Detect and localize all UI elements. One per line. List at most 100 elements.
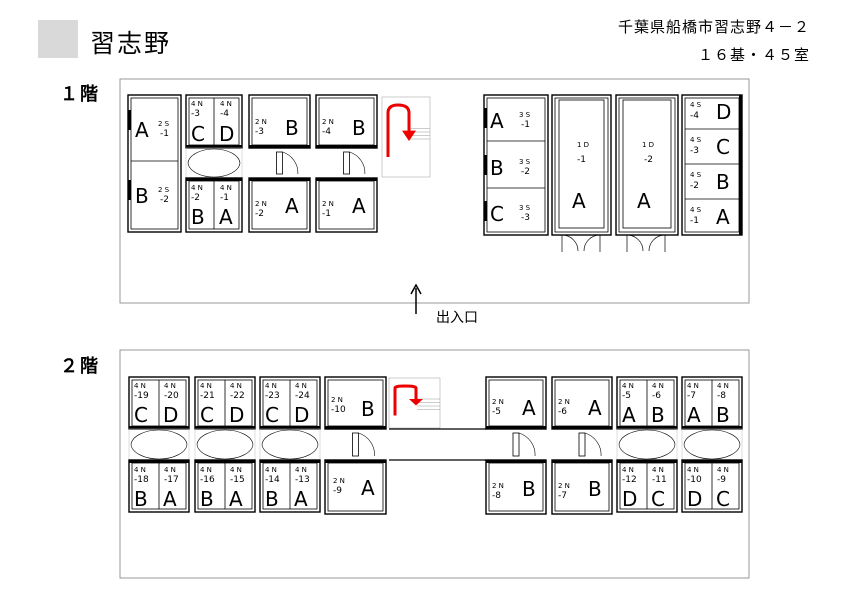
unit-type-label: C <box>134 403 148 427</box>
stair-arrow-head <box>409 399 423 406</box>
floor-label-1f: １階 <box>60 84 100 105</box>
door-strip <box>128 180 131 200</box>
unit-number-label: -8 <box>717 391 726 401</box>
unit-type-label: A <box>285 194 299 218</box>
address-text: 千葉県船橋市習志野４－２ <box>617 18 810 36</box>
door-strip <box>316 178 377 181</box>
unit-type-label: A <box>294 487 308 511</box>
unit-count-text: １６基・４５室 <box>697 46 810 64</box>
unit-size-label: 2 N <box>333 477 345 485</box>
unit-type-label: D <box>219 122 234 146</box>
unit-type-label: B <box>588 477 602 501</box>
unit-size-label: 4 S <box>690 101 702 109</box>
unit-size-label: 4 N <box>687 466 699 474</box>
unit-size-label: 2 N <box>322 118 334 126</box>
door-strip <box>739 95 742 235</box>
container-1d-2-inner <box>618 97 676 233</box>
unit-number-label: -2 <box>255 209 264 219</box>
unit-type-label: A <box>229 487 243 511</box>
door-swing <box>349 151 366 175</box>
unit-number-label: -1 <box>577 155 586 165</box>
container-2n-4 <box>315 94 378 149</box>
unit-size-label: 2 N <box>331 396 343 404</box>
unit-size-label: 4 N <box>652 466 664 474</box>
unit-number-label: -17 <box>164 475 179 485</box>
unit-type-label: D <box>294 403 309 427</box>
unit-number-label: -1 <box>160 129 169 139</box>
door-swing <box>584 432 602 457</box>
unit-size-label: 4 N <box>295 382 307 390</box>
door-strip <box>195 460 255 463</box>
unit-size-label: 3 S <box>519 111 531 119</box>
unit-size-label: 1 D <box>577 141 589 149</box>
unit-number-label: -14 <box>265 475 280 485</box>
unit-number-label: -1 <box>690 216 699 226</box>
container-2n-1 <box>315 177 378 233</box>
unit-size-label: 4 S <box>690 136 702 144</box>
unit-number-label: -9 <box>333 486 342 496</box>
door-strip <box>682 426 742 429</box>
unit-size-label: 4 N <box>200 382 212 390</box>
unit-size-label: 4 S <box>690 171 702 179</box>
header-color-block <box>38 20 78 58</box>
unit-size-label: 4 N <box>230 466 242 474</box>
unit-size-label: 2 N <box>558 482 570 490</box>
door-swing <box>518 432 536 457</box>
door-strip <box>186 178 242 181</box>
unit-size-label: 2 N <box>322 200 334 208</box>
hinge-door <box>343 151 350 175</box>
unit-size-label: 2 N <box>492 482 504 490</box>
stair-arrow <box>393 384 418 416</box>
unit-size-label: 4 N <box>687 382 699 390</box>
unit-size-label: 4 S <box>690 206 702 214</box>
unit-size-label: 4 N <box>200 466 212 474</box>
door-strip <box>129 460 189 463</box>
door-strip <box>486 426 546 429</box>
unit-type-label: B <box>352 116 366 140</box>
door-swing <box>618 429 676 460</box>
unit-type-label: B <box>285 116 299 140</box>
corridor-cell <box>185 147 243 179</box>
door-strip <box>260 460 320 463</box>
unit-number-label: -6 <box>558 407 567 417</box>
unit-type-label: C <box>191 122 205 146</box>
unit-size-label: 4 N <box>265 466 277 474</box>
unit-size-label: 4 N <box>622 382 634 390</box>
unit-number-label: -2 <box>160 195 169 205</box>
unit-number-label: -1 <box>521 120 530 130</box>
door-swing <box>358 432 375 457</box>
unit-type-label: C <box>265 403 279 427</box>
unit-number-label: -1 <box>220 193 229 203</box>
container-3s <box>483 94 549 236</box>
unit-size-label: 3 S <box>519 204 531 212</box>
door-strip <box>186 145 242 148</box>
hinge-door <box>578 432 586 457</box>
unit-size-label: 2 N <box>492 398 504 406</box>
unit-type-label: A <box>352 194 366 218</box>
unit-type-label: A <box>522 396 536 420</box>
unit-number-label: -12 <box>622 475 637 485</box>
unit-type-label: B <box>134 487 148 511</box>
container-2n-2 <box>248 177 311 233</box>
double-door <box>561 234 601 252</box>
unit-type-label: B <box>191 205 205 229</box>
unit-number-label: -4 <box>322 127 331 137</box>
unit-type-label: A <box>687 403 701 427</box>
unit-number-label: -4 <box>690 111 699 121</box>
unit-type-label: A <box>588 396 602 420</box>
floor-label-2f: ２階 <box>60 356 100 377</box>
door-swing <box>196 429 254 460</box>
unit-size-label: 2 S <box>158 120 170 128</box>
unit-type-label: A <box>163 487 177 511</box>
unit-number-label: -10 <box>687 475 702 485</box>
unit-number-label: -5 <box>492 407 501 417</box>
unit-type-label: D <box>716 100 731 124</box>
door-strip <box>249 145 310 148</box>
unit-type-label: A <box>135 118 149 142</box>
unit-number-label: -7 <box>687 391 696 401</box>
unit-type-label: B <box>200 487 214 511</box>
door-strip <box>617 426 677 429</box>
corridor-cell <box>194 428 256 461</box>
unit-type-label: C <box>651 487 665 511</box>
